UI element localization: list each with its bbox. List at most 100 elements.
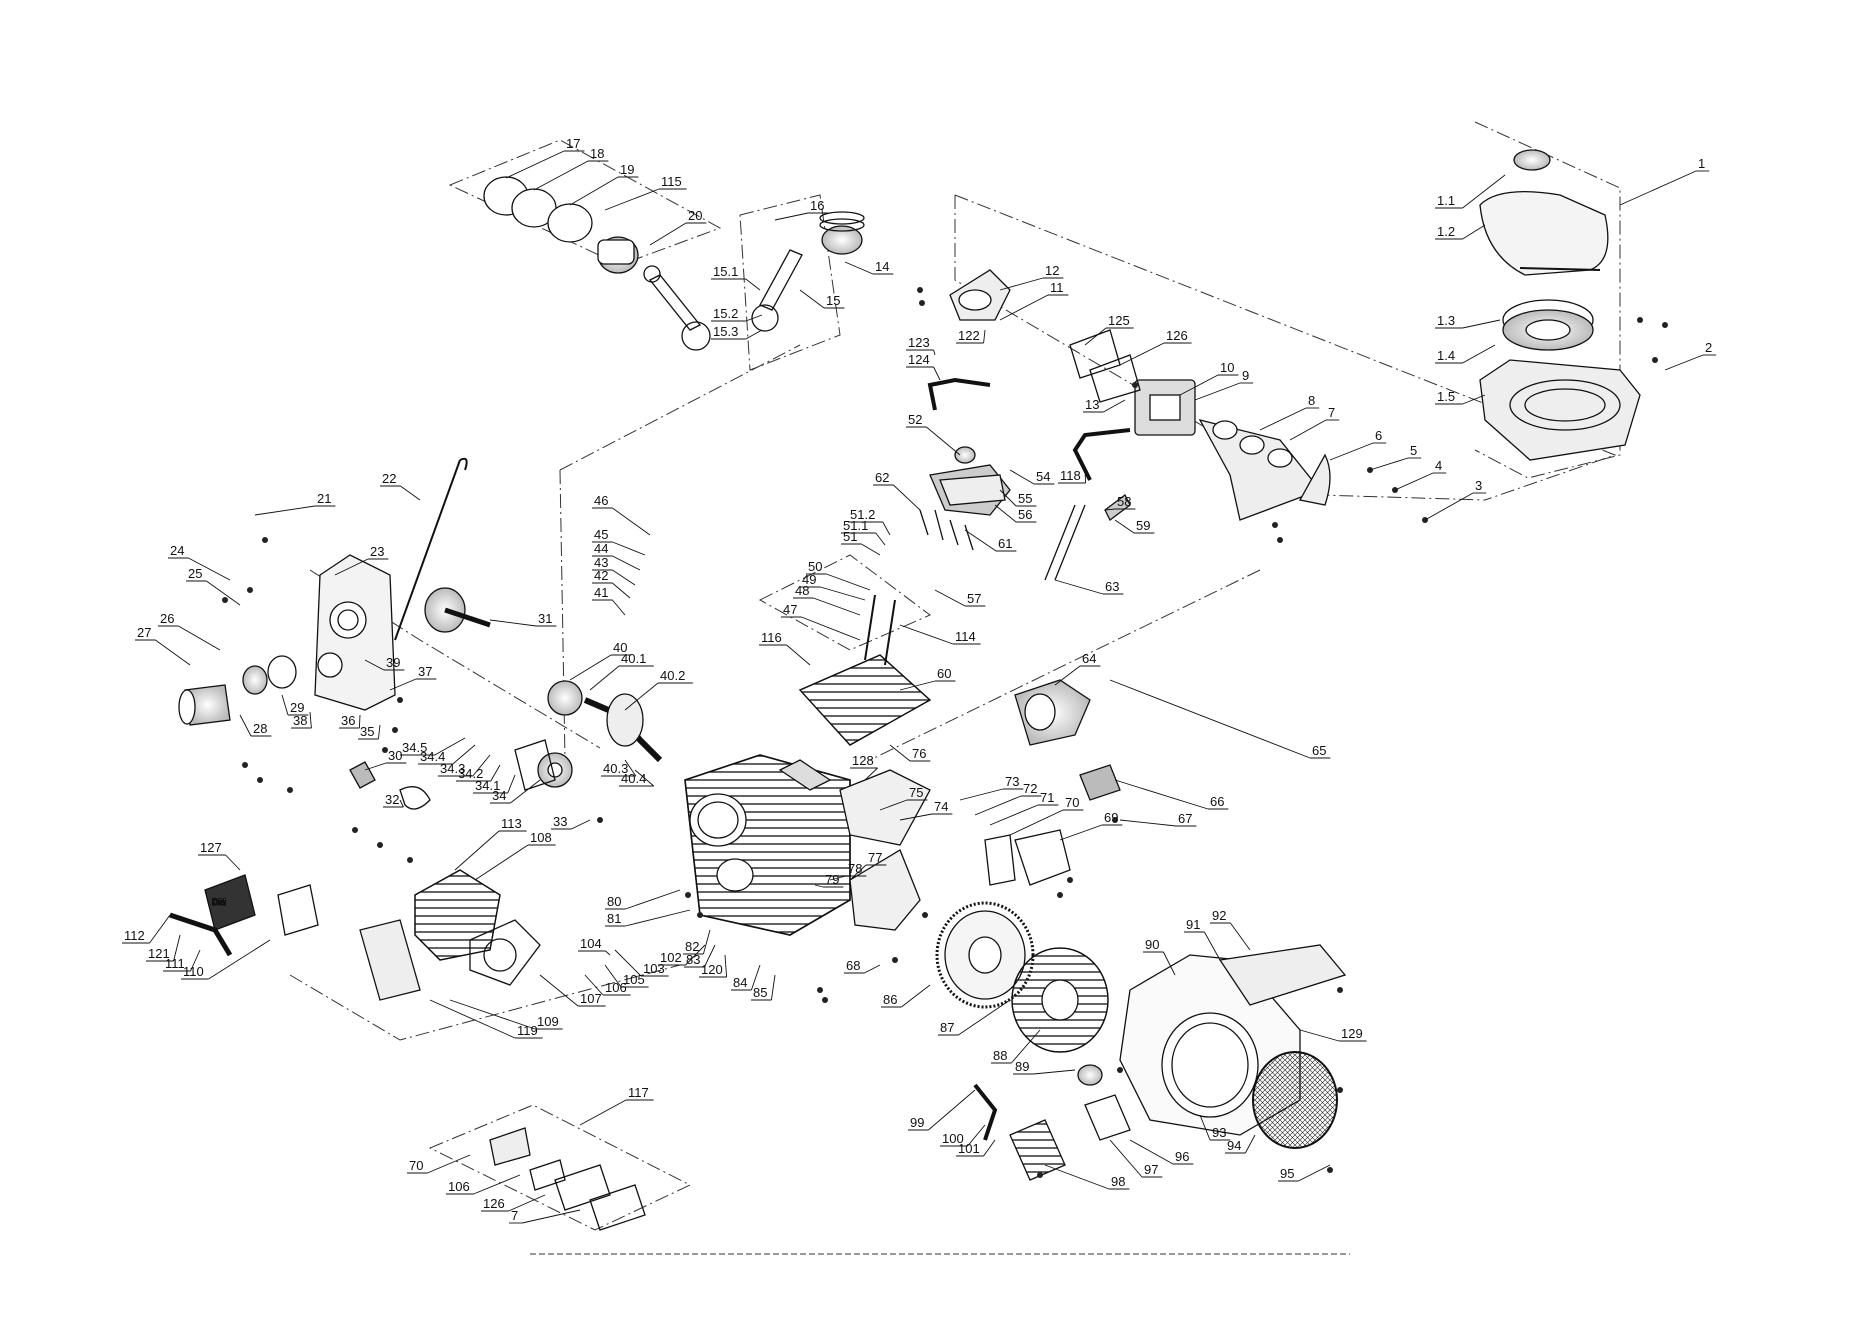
callout-40: 40 xyxy=(613,640,627,655)
fasteners xyxy=(222,287,1668,1178)
callout-leader xyxy=(1059,824,1103,841)
callout-leader xyxy=(1462,319,1501,329)
callout-121: 121 xyxy=(148,946,170,961)
callout-leader xyxy=(1129,1139,1174,1165)
callout-34-2: 34.2 xyxy=(458,766,483,781)
rectifier-66 xyxy=(1079,764,1121,801)
bracket-30 xyxy=(349,761,376,789)
callout-3: 3 xyxy=(1475,478,1482,493)
callout-36: 36 xyxy=(341,713,355,728)
head-gasket-107 xyxy=(469,919,541,986)
callout-leader xyxy=(786,644,811,666)
callout-122: 122 xyxy=(958,328,980,343)
callout-leader xyxy=(377,724,381,740)
callout-leader xyxy=(452,744,476,765)
kit-bracket-70 xyxy=(489,1127,531,1166)
regulator-98 xyxy=(1009,1119,1066,1181)
callout-leader xyxy=(624,759,637,777)
piston-ring-19 xyxy=(547,203,593,243)
callout-leader xyxy=(1109,679,1311,759)
callout-111: 111 xyxy=(165,956,185,971)
callout-leader xyxy=(994,504,1017,523)
callout-leader xyxy=(926,426,961,456)
callout-29: 29 xyxy=(290,700,304,715)
callout-87: 87 xyxy=(940,1020,954,1035)
callout-50: 50 xyxy=(808,559,822,574)
callout-57: 57 xyxy=(967,591,981,606)
callout-leader xyxy=(745,329,763,340)
callout-leader xyxy=(604,188,660,211)
callout-114: 114 xyxy=(955,629,976,644)
callout-leader xyxy=(449,999,536,1030)
callout-67: 67 xyxy=(1178,811,1192,826)
callout-leader xyxy=(579,1099,627,1126)
callout-85: 85 xyxy=(753,985,767,1000)
callout-leader xyxy=(967,1124,986,1147)
callout-leader xyxy=(989,804,1039,826)
callout-44: 44 xyxy=(594,541,608,556)
callout-leader xyxy=(864,964,881,974)
callout-leader xyxy=(745,314,763,322)
callout-leader xyxy=(933,366,941,381)
callout-leader xyxy=(188,557,231,581)
callout-82: 82 xyxy=(685,939,699,954)
callout-1: 1 xyxy=(1698,156,1705,171)
valves xyxy=(864,594,896,666)
carburetor-assembly xyxy=(1134,379,1331,521)
cooling-fan-87 xyxy=(1011,947,1109,1053)
callout-70: 70 xyxy=(1065,795,1079,810)
callout-15: 15 xyxy=(826,293,840,308)
callout-69: 69 xyxy=(1104,810,1118,825)
callout-labels: 11.11.21.31.41.52345678910111213141515.1… xyxy=(122,136,1717,1224)
callout-20: 20 xyxy=(688,208,702,223)
callout-leader xyxy=(799,289,825,309)
callout-leader xyxy=(604,964,622,988)
breather-pipe-121 xyxy=(169,912,233,957)
callout-leader xyxy=(1119,342,1165,366)
callout-leader xyxy=(820,586,866,601)
callout-leader xyxy=(813,597,861,616)
callout-91: 91 xyxy=(1186,917,1200,932)
callout-leader xyxy=(434,737,466,756)
callout-79: 79 xyxy=(825,872,839,887)
callout-45: 45 xyxy=(594,527,608,542)
callout-13: 13 xyxy=(1085,397,1099,412)
callout-leader xyxy=(1194,382,1241,401)
callout-leader xyxy=(612,507,651,536)
callout-kit-70: 70 xyxy=(409,1158,423,1173)
callout-leader xyxy=(1462,224,1486,240)
callout-leader xyxy=(358,714,361,729)
callout-leader xyxy=(882,521,891,536)
callout-leader xyxy=(605,950,611,956)
callout-112: 112 xyxy=(124,928,145,943)
callout-leader xyxy=(489,619,537,627)
callout-17: 17 xyxy=(566,136,580,151)
callout-leader xyxy=(1162,951,1176,976)
callout-127: 127 xyxy=(200,840,222,855)
callout-110: 110 xyxy=(183,964,204,979)
callout-leader xyxy=(254,505,316,516)
callout-leader xyxy=(826,573,871,591)
callout-78: 78 xyxy=(848,861,862,876)
shroud-128 xyxy=(839,769,931,846)
connecting-rod xyxy=(643,265,711,351)
callout-125: 125 xyxy=(1108,313,1130,328)
o-ring-29 xyxy=(267,655,297,689)
cylinder-head-60 xyxy=(798,654,932,746)
callout-leader xyxy=(933,349,936,356)
callout-93: 93 xyxy=(1212,1125,1226,1140)
callout-97: 97 xyxy=(1144,1162,1158,1177)
callout-40-4: 40.4 xyxy=(621,771,646,786)
crankcase-cover-23 xyxy=(314,554,396,711)
callout-113: 113 xyxy=(501,816,522,831)
gasket-126 xyxy=(1089,354,1141,403)
handle-92 xyxy=(1218,944,1347,1006)
callout-kit-106: 106 xyxy=(448,1179,470,1194)
callout-84: 84 xyxy=(733,975,747,990)
brand-logo-text: DM xyxy=(212,897,226,907)
callout-1-2: 1.2 xyxy=(1437,224,1455,239)
callout-9: 9 xyxy=(1242,368,1249,383)
callout-2: 2 xyxy=(1705,340,1712,355)
callout-leader xyxy=(702,929,711,955)
callout-leader xyxy=(508,1194,546,1212)
